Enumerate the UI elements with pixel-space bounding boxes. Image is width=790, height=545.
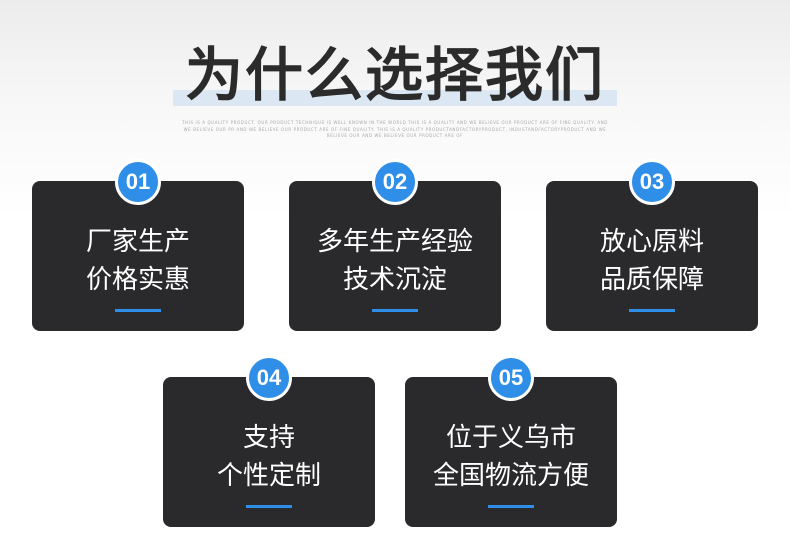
card-underline bbox=[115, 309, 161, 312]
card-line-2: 全国物流方便 bbox=[432, 461, 589, 491]
header: 为什么选择我们 bbox=[0, 40, 790, 110]
card-underline bbox=[629, 309, 675, 312]
title-highlight-bar bbox=[172, 90, 617, 106]
card-text: 位于义乌市 全国物流方便 bbox=[405, 419, 617, 495]
feature-card-02: 02 多年生产经验 技术沉淀 bbox=[289, 159, 501, 331]
card-number-badge: 02 bbox=[372, 159, 418, 205]
card-number-badge: 03 bbox=[629, 159, 675, 205]
card-text: 多年生产经验 技术沉淀 bbox=[289, 223, 501, 299]
card-line-1: 放心原料 bbox=[599, 227, 704, 257]
feature-card-05: 05 位于义乌市 全国物流方便 bbox=[405, 355, 617, 527]
feature-card-03: 03 放心原料 品质保障 bbox=[546, 159, 758, 331]
card-underline bbox=[246, 505, 292, 508]
card-line-2: 个性定制 bbox=[216, 461, 321, 491]
card-line-2: 品质保障 bbox=[599, 265, 704, 295]
card-line-1: 多年生产经验 bbox=[316, 227, 473, 257]
card-number-badge: 05 bbox=[488, 355, 534, 401]
feature-card-04: 04 支持 个性定制 bbox=[163, 355, 375, 527]
feature-card-01: 01 厂家生产 价格实惠 bbox=[32, 159, 244, 331]
card-underline bbox=[488, 505, 534, 508]
card-text: 支持 个性定制 bbox=[163, 419, 375, 495]
english-subtitle: This is a quality product. Our product t… bbox=[182, 120, 608, 138]
card-number-badge: 01 bbox=[115, 159, 161, 205]
card-number-badge: 04 bbox=[246, 355, 292, 401]
card-line-1: 厂家生产 bbox=[85, 227, 190, 257]
card-text: 放心原料 品质保障 bbox=[546, 223, 758, 299]
card-line-1: 位于义乌市 bbox=[445, 423, 576, 453]
card-line-2: 技术沉淀 bbox=[342, 265, 447, 295]
page-title: 为什么选择我们 bbox=[172, 40, 617, 110]
card-text: 厂家生产 价格实惠 bbox=[32, 223, 244, 299]
page-title-text: 为什么选择我们 bbox=[184, 41, 605, 109]
card-line-2: 价格实惠 bbox=[85, 265, 190, 295]
card-underline bbox=[372, 309, 418, 312]
card-line-1: 支持 bbox=[242, 423, 295, 453]
